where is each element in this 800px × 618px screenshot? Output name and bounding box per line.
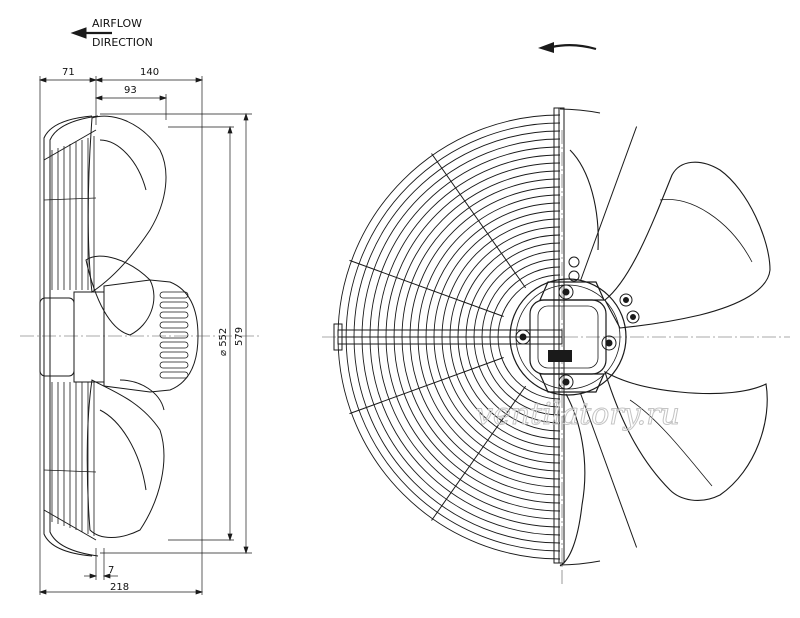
dim-7: 7 xyxy=(108,565,114,576)
guard-strut xyxy=(349,259,504,317)
label-plate-icon xyxy=(548,350,572,362)
guard-strut xyxy=(349,357,504,415)
side-guard-ribs xyxy=(43,136,97,536)
cooling-fin xyxy=(159,301,189,309)
front-blades xyxy=(559,149,771,567)
dim-71: 71 xyxy=(62,67,75,78)
guard-strut xyxy=(580,126,638,281)
cooling-fin xyxy=(159,371,189,379)
cooling-fin xyxy=(159,351,189,359)
airflow-label-line2: DIRECTION xyxy=(92,36,153,49)
front-mounting-bars xyxy=(333,107,565,564)
guard-strut xyxy=(580,393,638,548)
dimension-lines xyxy=(38,76,252,595)
dim-218: 218 xyxy=(110,582,129,593)
side-view xyxy=(20,76,262,595)
airflow-arrow-icon xyxy=(70,27,112,39)
front-view xyxy=(322,42,790,585)
cooling-fin xyxy=(159,341,189,349)
side-blades xyxy=(85,115,167,538)
hub-bolt-icons xyxy=(515,256,640,390)
cooling-fin xyxy=(159,331,189,339)
dim-93: 93 xyxy=(124,85,137,96)
cooling-fin xyxy=(159,361,189,369)
cooling-fin xyxy=(159,291,189,299)
dim-140: 140 xyxy=(140,67,159,78)
guard-strut xyxy=(431,385,526,521)
airflow-label-line1: AIRFLOW xyxy=(92,17,142,30)
front-guard-struts xyxy=(349,126,638,548)
cooling-fin xyxy=(159,321,189,329)
watermark: ventilatory.ru xyxy=(476,397,680,432)
side-motor xyxy=(39,279,199,393)
motor-cooling-fins xyxy=(159,291,189,379)
guard-ring xyxy=(559,560,601,566)
rotation-arrow-icon xyxy=(538,42,597,53)
guard-strut xyxy=(431,153,526,289)
guard-rib xyxy=(43,197,97,201)
dim-552: ⌀ 552 xyxy=(218,328,229,356)
cooling-fin xyxy=(159,311,189,319)
guard-ring xyxy=(559,108,601,114)
dim-579: 579 xyxy=(234,327,245,346)
